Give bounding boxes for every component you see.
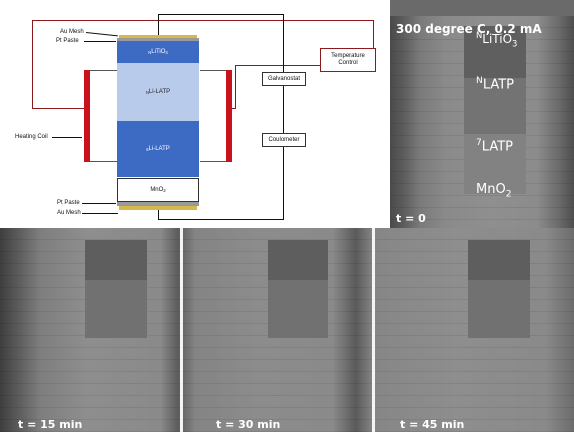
label-au-mesh-bottom: Au Mesh <box>57 210 81 216</box>
time-label-30: t = 30 min <box>216 418 281 431</box>
label-heating-coil: Heating Coil <box>15 134 48 140</box>
temperature-wire-drop <box>235 65 236 108</box>
heating-coil-right <box>226 70 232 162</box>
temperature-wire-right-coil <box>235 65 373 66</box>
circuit-wire-top <box>158 14 284 15</box>
timelapse-strip: t = 15 min t = 30 min t = 45 min <box>0 228 574 432</box>
region-latp-30 <box>268 280 328 338</box>
temperature-control-box: Temperature Control <box>320 48 376 72</box>
arrow-heating-coil <box>52 137 82 138</box>
temperature-wire-right <box>373 20 374 65</box>
main-image-top-strip <box>390 0 574 16</box>
label-au-mesh-top: Au Mesh <box>60 29 84 35</box>
heating-coil-left <box>84 70 90 162</box>
temperature-wire-top <box>32 20 374 21</box>
galvanostat-box: Galvanostat <box>262 72 306 86</box>
pt-paste-top <box>117 38 199 41</box>
au-mesh-top <box>119 35 197 38</box>
label-7-latp: 7LATP <box>476 138 514 155</box>
circuit-wire-bottom <box>158 219 284 220</box>
label-pt-paste-bottom: Pt Paste <box>57 200 80 206</box>
panel-divider-2 <box>372 228 375 432</box>
temperature-wire-left <box>32 20 33 108</box>
region-latp-45 <box>468 280 530 338</box>
xray-image-t0: NLiTiO3 NLATP 7LATP MnO2 t = 0 <box>390 16 574 228</box>
region-litio3-15 <box>85 240 147 280</box>
experiment-schematic: Galvanostat Coulometer Temperature Contr… <box>0 0 388 228</box>
label-pt-paste-top: Pt Paste <box>56 38 79 44</box>
arrow-pt-paste-bottom <box>82 203 116 204</box>
region-7-latp <box>464 134 526 194</box>
arrow-pt-paste-top <box>84 41 116 42</box>
condition-label: 300 degree C, 0.2 mA <box>396 22 542 36</box>
region-litio3-30 <box>268 240 328 280</box>
region-n-latp <box>464 78 526 134</box>
time-label-15: t = 15 min <box>18 418 83 431</box>
circuit-wire-bottom-stub <box>158 207 159 219</box>
time-label-45: t = 45 min <box>400 418 465 431</box>
region-litio3-45 <box>468 240 530 280</box>
time-label-t0: t = 0 <box>396 212 426 225</box>
label-n-litio3: NLiTiO3 <box>476 30 518 49</box>
region-latp-15 <box>85 280 147 338</box>
label-n-latp: NLATP <box>476 76 515 93</box>
heating-coil-right-frame <box>200 70 227 162</box>
region-litio3 <box>464 26 526 78</box>
arrow-au-mesh-bottom <box>82 213 118 214</box>
au-mesh-bottom <box>119 206 197 210</box>
circuit-wire-top-stub <box>158 14 159 36</box>
panel-divider-1 <box>180 228 183 432</box>
arrow-au-mesh-top <box>85 32 118 37</box>
label-mno2: MnO2 <box>476 182 512 200</box>
pt-paste-bottom <box>117 202 199 206</box>
temperature-wire-left-coil <box>32 108 84 109</box>
coulometer-box: Coulometer <box>262 133 306 147</box>
circuit-wire-right <box>283 14 284 219</box>
